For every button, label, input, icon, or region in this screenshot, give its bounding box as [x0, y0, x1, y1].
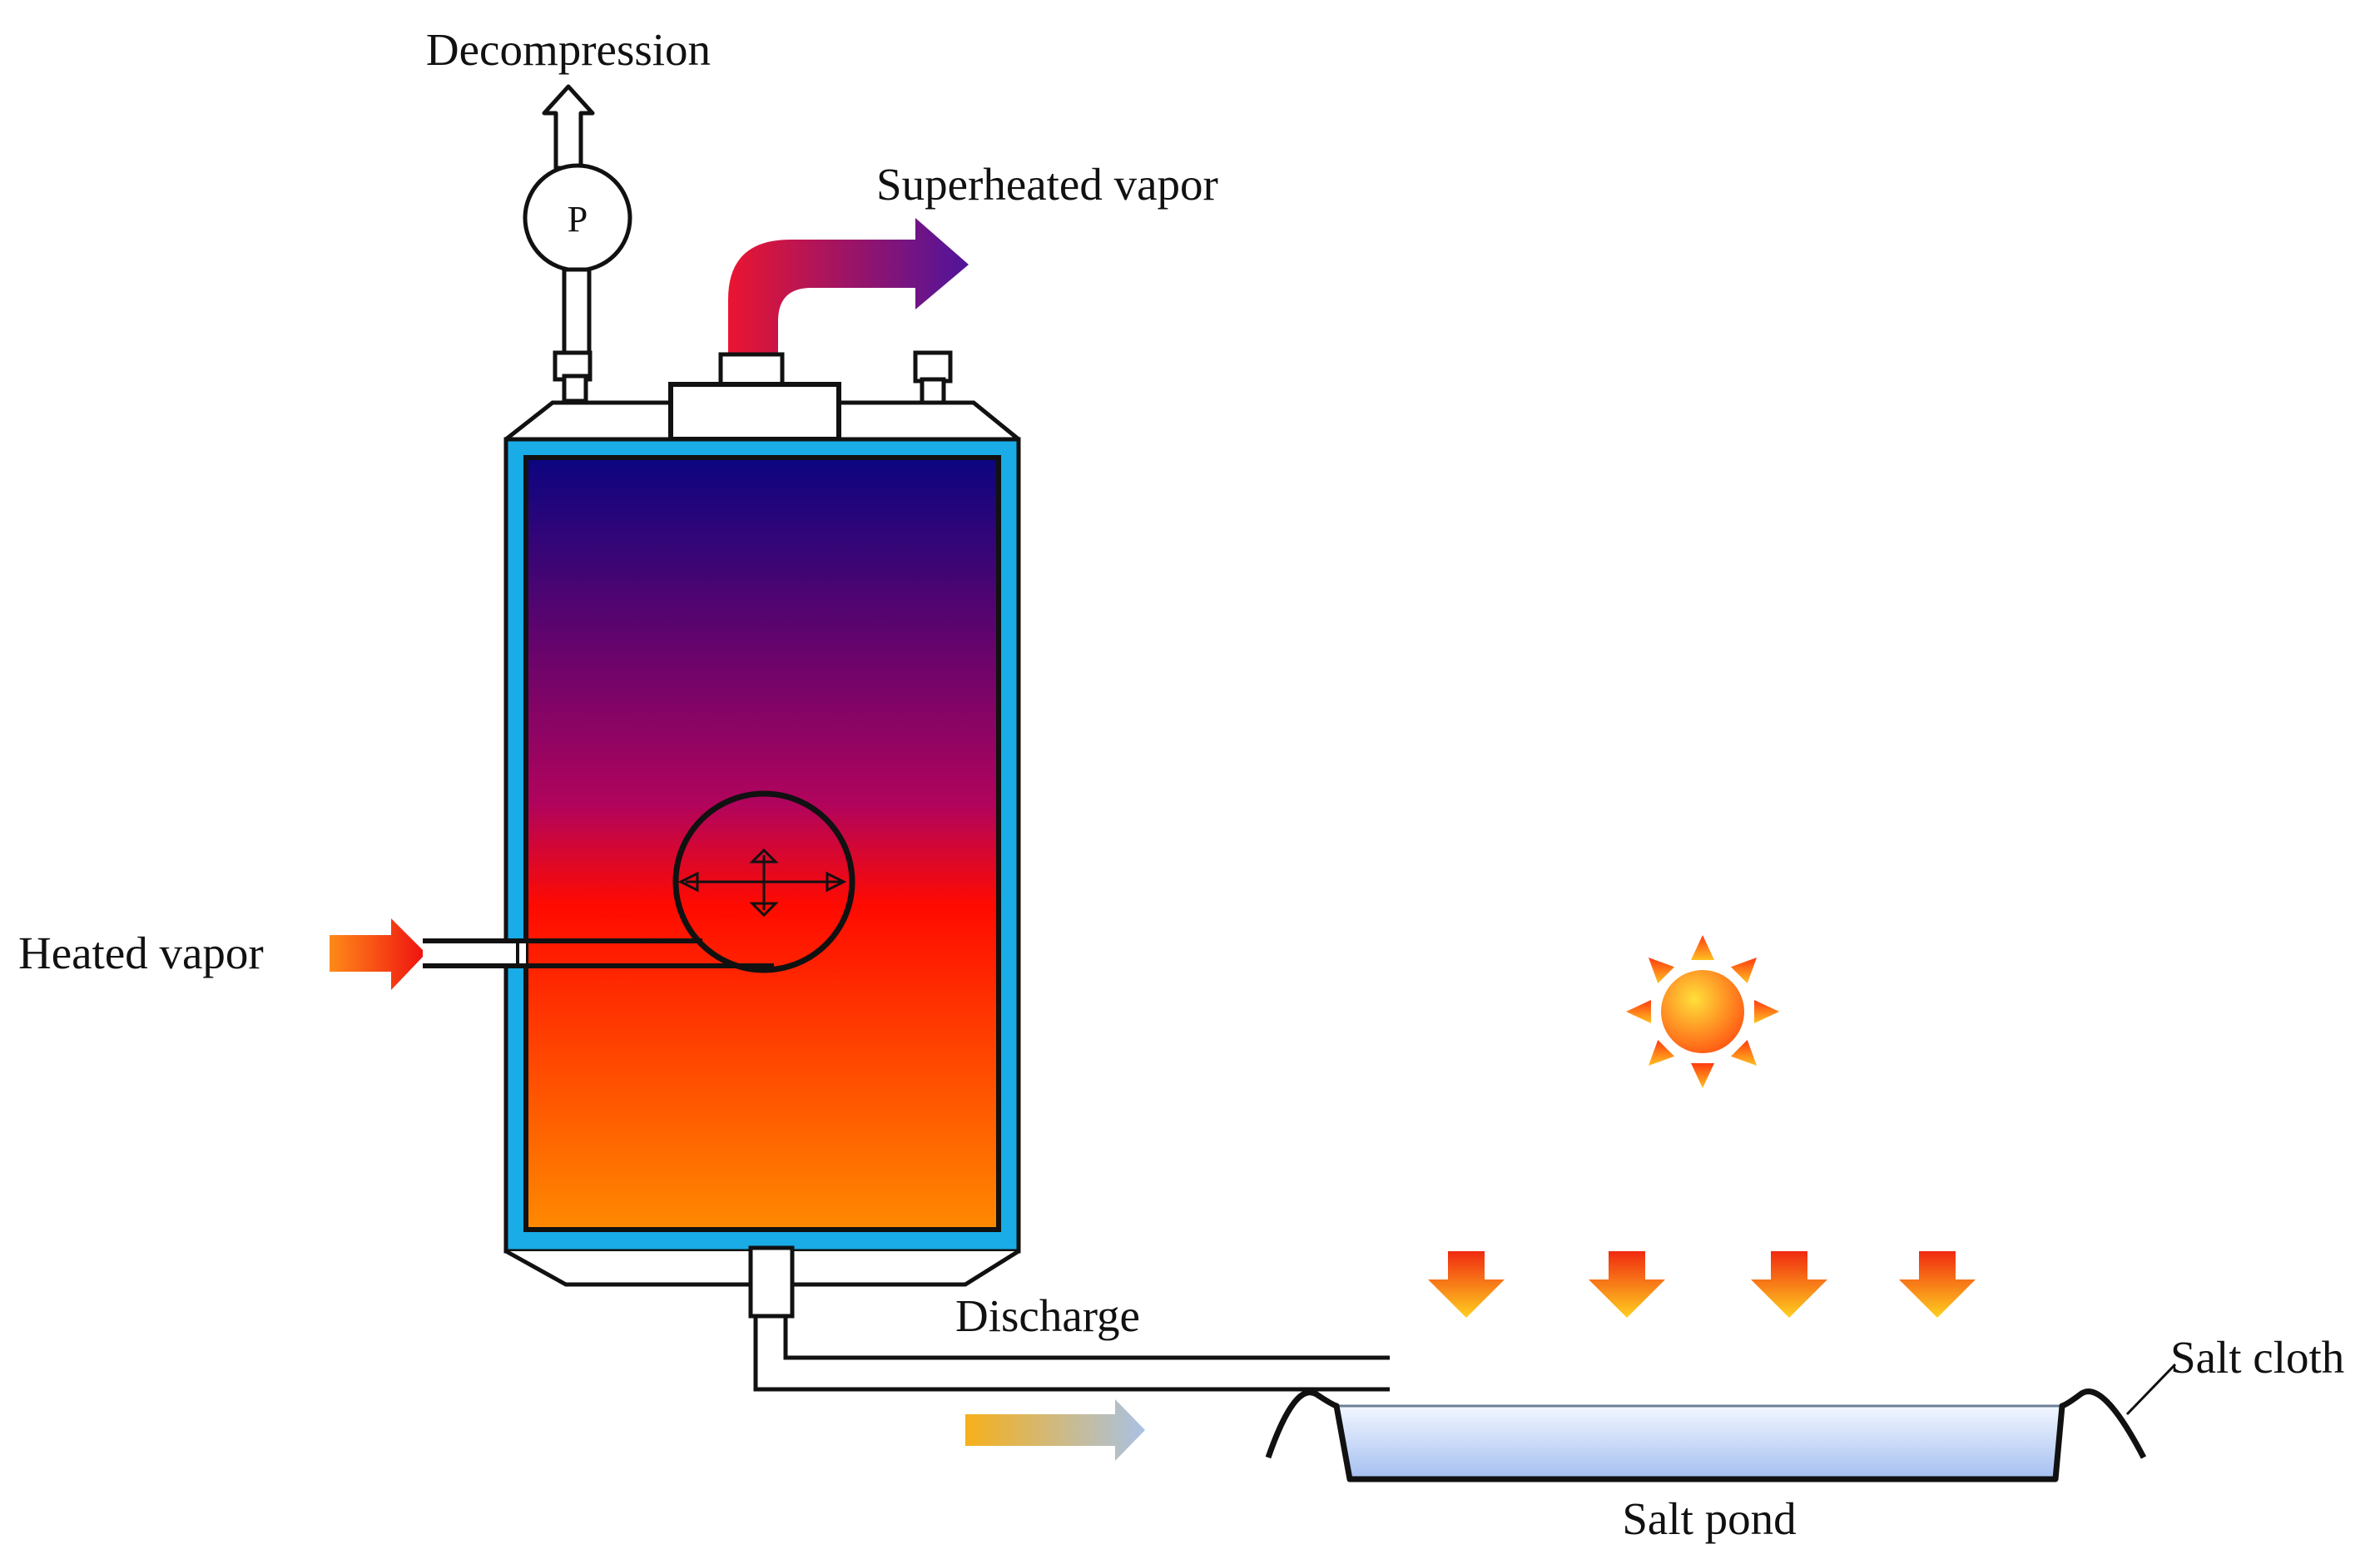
heat-down-arrow-icon [1589, 1251, 1665, 1318]
fan-impeller-icon [672, 790, 855, 973]
evaporation-tank [503, 400, 1021, 1287]
pressure-pump-icon: P [523, 163, 632, 273]
top-valve [913, 350, 953, 405]
heat-down-arrow-icon [1428, 1251, 1505, 1318]
sun-ray [1648, 957, 1675, 984]
discharge-label: Discharge [955, 1290, 1140, 1341]
heat-down-arrow-icon [1751, 1251, 1827, 1318]
pump-label: P [568, 199, 588, 240]
heat-down-arrow-icon [1899, 1251, 1976, 1318]
vapor-outlet-fitting [668, 352, 841, 442]
superheated-vapor-label: Superheated vapor [876, 159, 1218, 210]
salt-cloth [1265, 1388, 2147, 1482]
sun-ray [1648, 1039, 1675, 1067]
heated-vapor-label: Heated vapor [18, 928, 264, 978]
sun-ray [1730, 1039, 1758, 1067]
sun-ray [1691, 935, 1714, 960]
discharge-pipe [748, 1245, 1390, 1392]
inlet-pipe [423, 938, 774, 968]
superheated-vapor-arrow-icon [728, 218, 969, 358]
decompression-arrow-icon [542, 84, 595, 171]
salt-pond [1336, 1404, 2062, 1479]
salt-cloth-leader [2125, 1363, 2177, 1416]
heated-vapor-arrow-icon [330, 918, 426, 990]
tank-contents [523, 455, 1001, 1232]
decompression-label: Decompression [426, 24, 711, 75]
pump-pipe [553, 267, 593, 403]
salt-pond-label: Salt pond [1622, 1493, 1796, 1544]
sun-icon [1626, 935, 1779, 1088]
sun-ray [1691, 1063, 1714, 1088]
salt-cloth-label: Salt cloth [2170, 1332, 2344, 1383]
sun-ray [1626, 1000, 1651, 1023]
sun-ray [1730, 957, 1758, 984]
discharge-flow-arrow-icon [965, 1399, 1145, 1461]
sun-ray [1754, 1000, 1779, 1023]
